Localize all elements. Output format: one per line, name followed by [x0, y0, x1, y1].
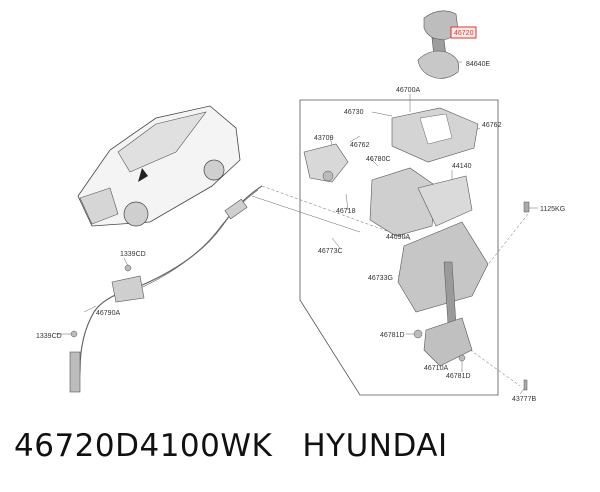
shifter-base: [397, 221, 489, 325]
callout-46780c: 46780C: [366, 156, 391, 163]
callout-46718: 46718: [336, 208, 356, 215]
cable-bracket: [69, 198, 248, 393]
lever-bracket: [413, 317, 473, 367]
callout-46762-right: 46762: [482, 122, 502, 129]
callout-46730: 46730: [344, 109, 364, 116]
highlight-box: [450, 26, 477, 39]
shifter-bracket: [303, 143, 349, 183]
callout-43709: 43709: [314, 135, 334, 142]
shifter-housing: [369, 167, 473, 237]
callout-44140: 44140: [452, 163, 472, 170]
part-caption: 46720D4100WK HYUNDAI: [14, 428, 448, 464]
callout-46773c: 46773C: [318, 248, 343, 255]
callout-46733g: 46733G: [368, 275, 393, 282]
part-number: 46720D4100WK: [14, 428, 273, 464]
callout-46700a: 46700A: [396, 87, 420, 94]
assembly-boundary: [299, 99, 499, 396]
bolt: [523, 201, 530, 391]
callout-1339cd-top: 1339CD: [120, 251, 146, 258]
callout-46710a: 46710A: [424, 365, 448, 372]
callout-84640e: 84640E: [466, 61, 490, 68]
callout-1339cd-left: 1339CD: [36, 333, 62, 340]
vehicle-illustration: [77, 105, 241, 227]
shifter-indicator-panel: [391, 107, 479, 163]
callout-44090a: 44090A: [386, 234, 410, 241]
callout-46720: 46720: [454, 30, 474, 37]
callout-46790a: 46790A: [96, 310, 120, 317]
callout-46781d-left: 46781D: [380, 332, 405, 339]
callout-46762-left: 46762: [350, 142, 370, 149]
brand-name: HYUNDAI: [302, 428, 448, 464]
callout-46781d-bottom: 46781D: [446, 373, 471, 380]
callout-43777b: 43777B: [512, 396, 536, 403]
shift-boot: [417, 50, 460, 79]
callout-1125kg: 1125KG: [540, 206, 565, 213]
